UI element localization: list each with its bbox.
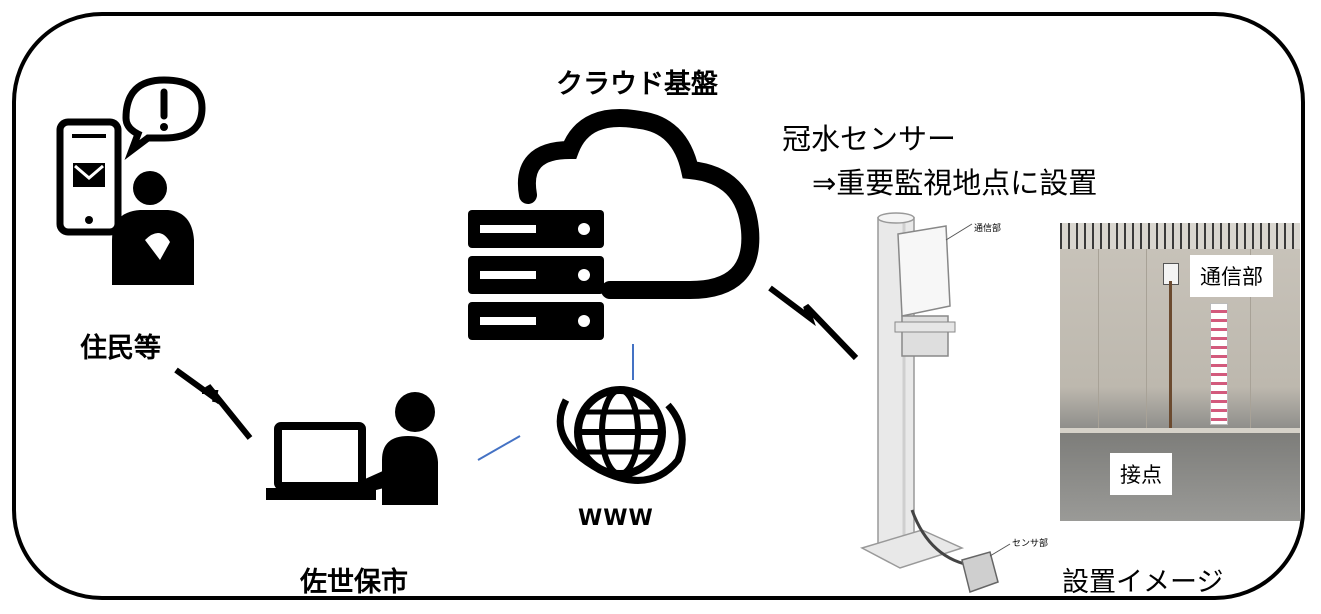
link-city-globe [477,435,521,461]
contact-tag: 接点 [1110,453,1172,495]
cloud-server-icon [468,109,760,340]
sensor-placement-note: ⇒重要監視地点に設置 [812,166,1098,200]
railing [1060,223,1300,249]
installation-photo: 通信部 接点 [1060,223,1300,521]
cloud-platform-label: クラウド基盤 [556,69,718,100]
flood-sensor-title: 冠水センサー [782,122,957,156]
install-image-label: 設置イメージ [1062,567,1224,598]
small-comm-unit-label: 通信部 [974,224,1002,234]
sensor-wire [1169,281,1172,431]
road [1060,433,1300,521]
smartphone-user-alert-icon [56,76,206,285]
globe-www-icon [556,386,686,484]
person-at-laptop-icon [266,392,438,505]
wireless-link-cloud-sensor [768,285,859,361]
comm-unit-tag: 通信部 [1190,255,1273,297]
wireless-link-residents-city [174,367,253,440]
water-gauge [1210,303,1228,425]
residents-label: 住民等 [80,333,161,364]
small-sensor-unit-label: センサ部 [1012,539,1049,549]
sensor-pole-illustration [860,212,1011,593]
sasebo-city-label: 佐世保市 [300,567,408,598]
www-label: WWW [578,506,654,531]
